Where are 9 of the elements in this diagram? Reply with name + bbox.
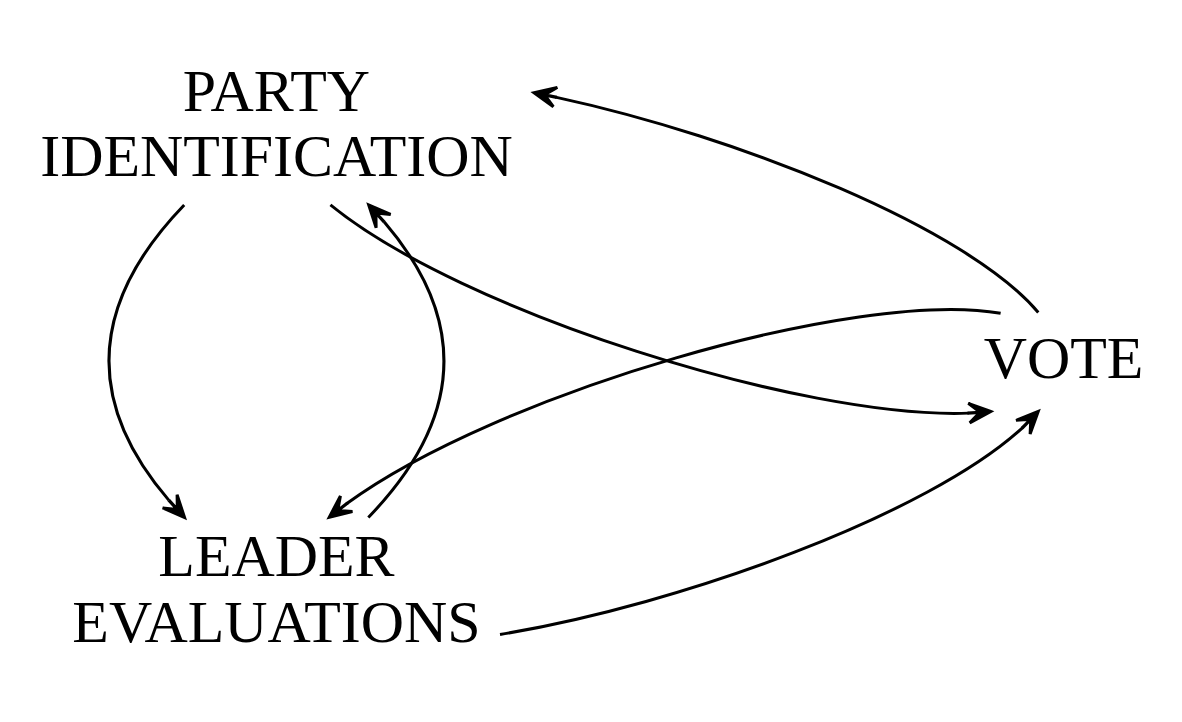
node-text: VOTE xyxy=(983,324,1144,391)
arrow xyxy=(327,308,1001,519)
arrow xyxy=(367,203,446,519)
node-text: PARTY IDENTIFICATION xyxy=(40,57,513,190)
arrow xyxy=(329,203,993,425)
arrow xyxy=(107,203,187,519)
arrow xyxy=(499,410,1040,636)
node-text: LEADER EVALUATIONS xyxy=(72,523,481,655)
arrow xyxy=(532,86,1040,314)
